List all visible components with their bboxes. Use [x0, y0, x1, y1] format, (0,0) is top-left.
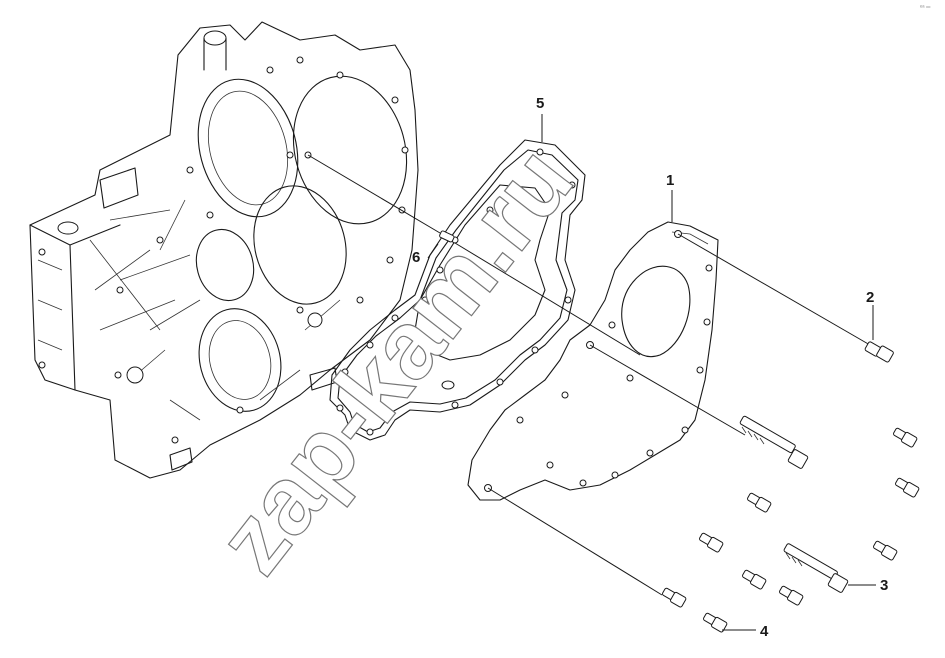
short-bolt: [742, 569, 767, 590]
short-bolt: [873, 540, 898, 561]
callout-leaders: [427, 114, 876, 631]
watermark-text: zap-kam.ru: [197, 128, 593, 593]
short-bolts-part-4: [662, 427, 920, 633]
short-bolt: [779, 585, 804, 606]
callout-label-5: 5: [536, 95, 544, 112]
callout-label-1: 1: [666, 172, 674, 189]
callout-label-6: 6: [412, 249, 420, 266]
short-bolt: [895, 477, 920, 498]
short-bolt: [747, 492, 772, 513]
short-bolt: [893, 427, 918, 448]
callout-label-2: 2: [866, 289, 874, 306]
assembly-alignment-lines: [307, 154, 871, 596]
dowel-pin-part-6: [439, 230, 455, 243]
short-bolt: [662, 587, 687, 608]
callout-label-4: 4: [760, 623, 769, 640]
corner-mark: ᵉᵃ ═: [920, 5, 931, 11]
long-bolt-part-3: [783, 543, 849, 593]
long-bolt-upper: [739, 415, 809, 469]
short-bolt: [703, 612, 728, 633]
flange-bolt-part-2: [864, 341, 894, 363]
engine-front-housing: [29, 21, 419, 479]
gasket-part-5: [329, 139, 586, 441]
front-cover-plate-part-1: [467, 221, 719, 501]
callout-label-3: 3: [880, 577, 888, 594]
short-bolt: [699, 532, 724, 553]
